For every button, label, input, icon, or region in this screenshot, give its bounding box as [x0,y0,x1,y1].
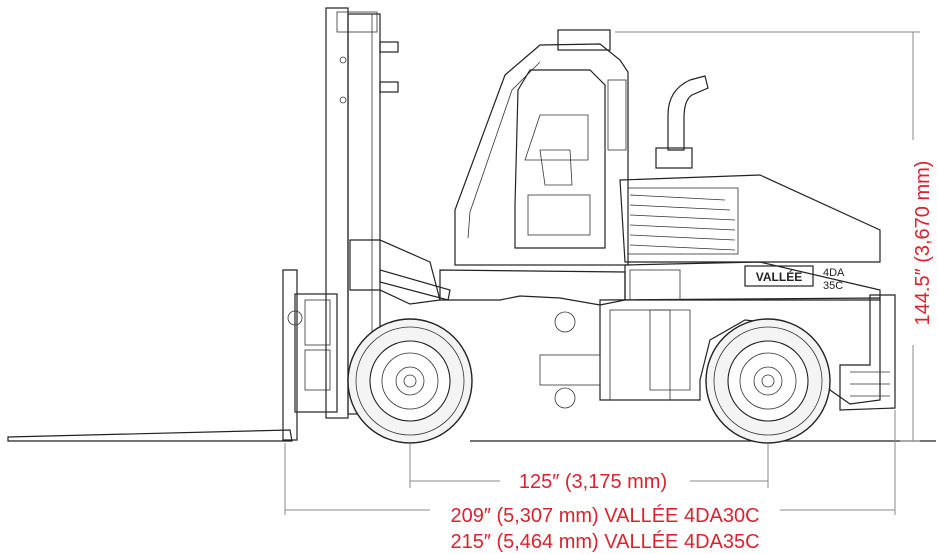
hood-grille [627,187,739,255]
overall-length-35c-label: 215″ (5,464 mm) VALLÉE 4DA35C [450,530,759,553]
forks [7,269,298,442]
wheelbase-label: 125″ (3,175 mm) [519,471,667,493]
counterweight [839,294,896,411]
drive-axle [539,311,601,409]
brand-decal: VALLÉE 4DA 35C [744,265,845,292]
wheelbase-dimension [409,443,769,488]
rear-wheel [705,318,831,444]
engine-hood [619,75,881,263]
model-badge-top: 4DA [823,267,845,279]
overall-length-dimension [284,410,896,515]
brand-logo: VALLÉE [756,269,802,284]
carriage [287,293,338,413]
model-badge-bottom: 35C [823,280,843,292]
height-dimension [615,31,920,442]
logo-plate [744,265,814,287]
front-wheel [347,318,473,444]
overall-height-label: 144.5″ (3,670 mm) [912,161,934,326]
operator-cab [454,29,629,266]
overall-length-30c-label: 209″ (5,307 mm) VALLÉE 4DA30C [450,504,759,527]
